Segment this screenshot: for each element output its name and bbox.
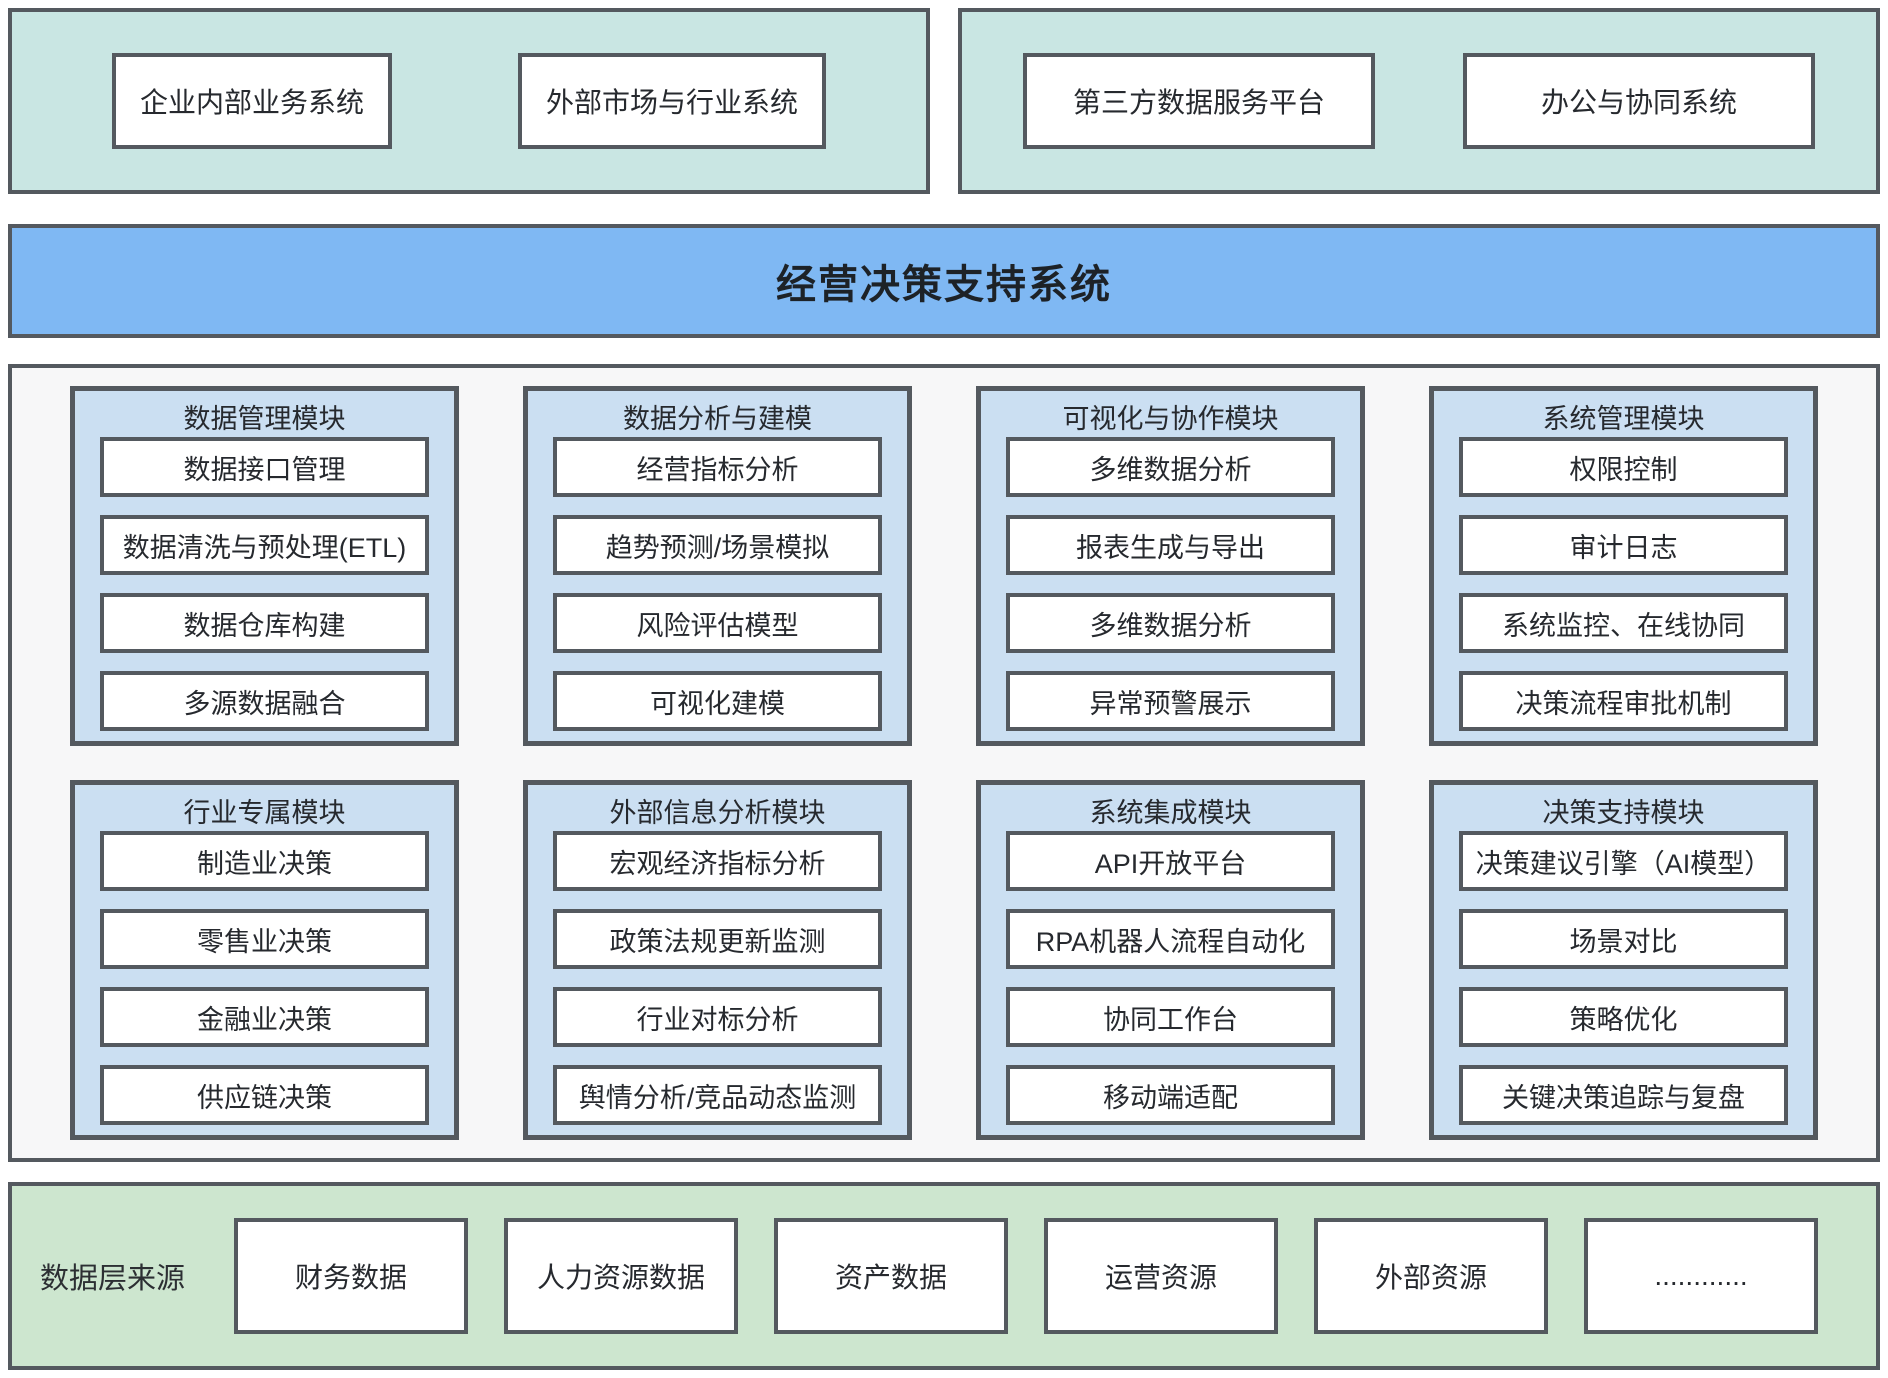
module-item: 舆情分析/竞品动态监测 xyxy=(553,1065,882,1125)
data-layer-panel: 数据层来源 财务数据 人力资源数据 资产数据 运营资源 外部资源 .......… xyxy=(8,1182,1880,1370)
module-item: 多维数据分析 xyxy=(1006,437,1335,497)
module-item: 趋势预测/场景模拟 xyxy=(553,515,882,575)
module-item: 政策法规更新监测 xyxy=(553,909,882,969)
data-box-ellipsis: ............ xyxy=(1584,1218,1818,1334)
module-title: 数据管理模块 xyxy=(183,403,346,434)
source-box-internal-business-systems: 企业内部业务系统 xyxy=(111,53,392,149)
module-item: 策略优化 xyxy=(1459,987,1788,1047)
data-layer-label: 数据层来源 xyxy=(40,1263,186,1295)
module-item: 风险评估模型 xyxy=(553,593,882,653)
module-industry-specific: 行业专属模块 制造业决策 零售业决策 金融业决策 供应链决策 xyxy=(70,780,459,1140)
module-item: 制造业决策 xyxy=(100,831,429,891)
module-item: 经营指标分析 xyxy=(553,437,882,497)
source-panel-left: 企业内部业务系统 外部市场与行业系统 xyxy=(8,8,930,194)
module-external-info-analysis: 外部信息分析模块 宏观经济指标分析 政策法规更新监测 行业对标分析 舆情分析/竞… xyxy=(523,780,912,1140)
module-item: API开放平台 xyxy=(1006,831,1335,891)
module-item: 异常预警展示 xyxy=(1006,671,1335,731)
module-item: 移动端适配 xyxy=(1006,1065,1335,1125)
module-item: 关键决策追踪与复盘 xyxy=(1459,1065,1788,1125)
system-title: 经营决策支持系统 xyxy=(776,263,1112,307)
module-item: 零售业决策 xyxy=(100,909,429,969)
source-panel-right: 第三方数据服务平台 办公与协同系统 xyxy=(958,8,1880,194)
data-box-external: 外部资源 xyxy=(1314,1218,1548,1334)
module-item: 协同工作台 xyxy=(1006,987,1335,1047)
data-box-financial: 财务数据 xyxy=(234,1218,468,1334)
module-item: 数据仓库构建 xyxy=(100,593,429,653)
module-title: 行业专属模块 xyxy=(183,797,346,828)
module-item: 数据接口管理 xyxy=(100,437,429,497)
module-item: 宏观经济指标分析 xyxy=(553,831,882,891)
data-box-operations: 运营资源 xyxy=(1044,1218,1278,1334)
source-box-third-party-data-platform: 第三方数据服务平台 xyxy=(1023,53,1375,149)
module-item: 决策建议引擎（AI模型） xyxy=(1459,831,1788,891)
module-decision-support: 决策支持模块 决策建议引擎（AI模型） 场景对比 策略优化 关键决策追踪与复盘 xyxy=(1429,780,1818,1140)
module-title: 决策支持模块 xyxy=(1542,797,1705,828)
module-title: 可视化与协作模块 xyxy=(1062,403,1279,434)
module-item: 多维数据分析 xyxy=(1006,593,1335,653)
module-item: 金融业决策 xyxy=(100,987,429,1047)
module-item: 报表生成与导出 xyxy=(1006,515,1335,575)
source-box-external-market-industry-systems: 外部市场与行业系统 xyxy=(518,53,827,149)
module-item: 权限控制 xyxy=(1459,437,1788,497)
module-grid-panel: 数据管理模块 数据接口管理 数据清洗与预处理(ETL) 数据仓库构建 多源数据融… xyxy=(8,364,1880,1162)
top-source-row: 企业内部业务系统 外部市场与行业系统 第三方数据服务平台 办公与协同系统 xyxy=(8,8,1880,194)
module-system-integration: 系统集成模块 API开放平台 RPA机器人流程自动化 协同工作台 移动端适配 xyxy=(976,780,1365,1140)
module-title: 系统管理模块 xyxy=(1542,403,1705,434)
module-title: 系统集成模块 xyxy=(1089,797,1252,828)
module-item: 供应链决策 xyxy=(100,1065,429,1125)
module-item: 多源数据融合 xyxy=(100,671,429,731)
data-box-hr: 人力资源数据 xyxy=(504,1218,738,1334)
module-data-management: 数据管理模块 数据接口管理 数据清洗与预处理(ETL) 数据仓库构建 多源数据融… xyxy=(70,386,459,746)
module-title: 数据分析与建模 xyxy=(623,403,812,434)
module-visualization-collaboration: 可视化与协作模块 多维数据分析 报表生成与导出 多维数据分析 异常预警展示 xyxy=(976,386,1365,746)
module-item: 可视化建模 xyxy=(553,671,882,731)
module-item: 审计日志 xyxy=(1459,515,1788,575)
module-system-management: 系统管理模块 权限控制 审计日志 系统监控、在线协同 决策流程审批机制 xyxy=(1429,386,1818,746)
module-title: 外部信息分析模块 xyxy=(609,797,826,828)
module-item: RPA机器人流程自动化 xyxy=(1006,909,1335,969)
data-box-asset: 资产数据 xyxy=(774,1218,1008,1334)
module-item: 系统监控、在线协同 xyxy=(1459,593,1788,653)
source-box-office-collaboration-systems: 办公与协同系统 xyxy=(1463,53,1815,149)
system-banner: 经营决策支持系统 xyxy=(8,224,1880,338)
module-item: 场景对比 xyxy=(1459,909,1788,969)
module-item: 数据清洗与预处理(ETL) xyxy=(100,515,429,575)
module-item: 行业对标分析 xyxy=(553,987,882,1047)
module-data-analysis-modeling: 数据分析与建模 经营指标分析 趋势预测/场景模拟 风险评估模型 可视化建模 xyxy=(523,386,912,746)
module-item: 决策流程审批机制 xyxy=(1459,671,1788,731)
